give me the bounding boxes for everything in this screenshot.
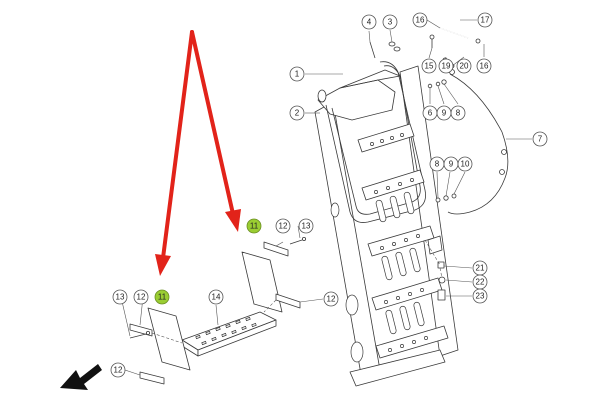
- callout-label: 16: [416, 16, 425, 25]
- callout-12-c[interactable]: 12: [133, 289, 149, 305]
- callout-label: 9: [449, 160, 454, 169]
- callout-label: 19: [442, 62, 451, 71]
- direction-arrow: [60, 364, 102, 390]
- callout-label: 12: [279, 222, 288, 231]
- side-bracket: [427, 235, 446, 301]
- callout-label: 12: [114, 366, 123, 375]
- callout-16-top[interactable]: 16: [412, 12, 428, 28]
- callout-22[interactable]: 22: [472, 274, 488, 290]
- callout-15[interactable]: 15: [421, 58, 437, 74]
- callout-label: 13: [116, 293, 125, 302]
- ladder-frame: [314, 61, 459, 387]
- callout-label: 7: [538, 135, 543, 144]
- callout-label: 10: [461, 160, 470, 169]
- callout-label: 11: [158, 293, 167, 302]
- leader-lines: [120, 19, 532, 376]
- callout-label: 15: [425, 62, 434, 71]
- callout-label: 21: [476, 264, 485, 273]
- callout-7[interactable]: 7: [532, 131, 548, 147]
- callout-label: 2: [295, 109, 300, 118]
- cable-assembly: [447, 69, 509, 215]
- callout-9-mid[interactable]: 9: [443, 156, 459, 172]
- callout-3[interactable]: 3: [382, 14, 398, 30]
- ladder-steps: [357, 123, 449, 359]
- callout-2[interactable]: 2: [289, 105, 305, 121]
- callout-label: 1: [295, 70, 300, 79]
- callout-8-mid[interactable]: 8: [429, 156, 445, 172]
- callout-13-right[interactable]: 13: [298, 218, 314, 234]
- callout-12-d[interactable]: 12: [110, 362, 126, 378]
- step-assembly: [129, 236, 306, 385]
- callout-19[interactable]: 19: [438, 58, 454, 74]
- callout-4[interactable]: 4: [361, 14, 377, 30]
- callout-14[interactable]: 14: [208, 289, 224, 305]
- callout-label: 22: [476, 278, 485, 287]
- callout-17[interactable]: 17: [477, 12, 493, 28]
- callout-label: 9: [442, 109, 447, 118]
- callout-label: 11: [250, 222, 259, 231]
- callout-20[interactable]: 20: [456, 58, 472, 74]
- callout-8-top[interactable]: 8: [450, 105, 466, 121]
- callout-23[interactable]: 23: [472, 288, 488, 304]
- callout-21[interactable]: 21: [472, 260, 488, 276]
- callout-label: 8: [456, 109, 461, 118]
- callout-label: 23: [476, 292, 485, 301]
- callout-label: 8: [435, 160, 440, 169]
- callout-11-left[interactable]: 11: [154, 289, 170, 305]
- callout-13-left[interactable]: 13: [112, 289, 128, 305]
- callout-label: 17: [481, 16, 490, 25]
- callout-label: 13: [302, 222, 311, 231]
- callout-16-right[interactable]: 16: [476, 58, 492, 74]
- callout-11-right[interactable]: 11: [246, 218, 262, 234]
- callout-10[interactable]: 10: [457, 156, 473, 172]
- callout-label: 14: [212, 293, 221, 302]
- callout-9-top[interactable]: 9: [436, 105, 452, 121]
- callout-12-a[interactable]: 12: [275, 218, 291, 234]
- callout-label: 6: [428, 109, 433, 118]
- callout-6[interactable]: 6: [422, 105, 438, 121]
- callout-label: 20: [460, 62, 469, 71]
- callout-label: 16: [480, 62, 489, 71]
- callout-label: 4: [367, 18, 372, 27]
- callout-label: 3: [388, 18, 393, 27]
- callout-1[interactable]: 1: [289, 66, 305, 82]
- callout-12-b[interactable]: 12: [323, 291, 339, 307]
- callout-label: 12: [327, 295, 336, 304]
- callout-label: 12: [137, 293, 146, 302]
- red-pointer-arrows: [155, 30, 241, 276]
